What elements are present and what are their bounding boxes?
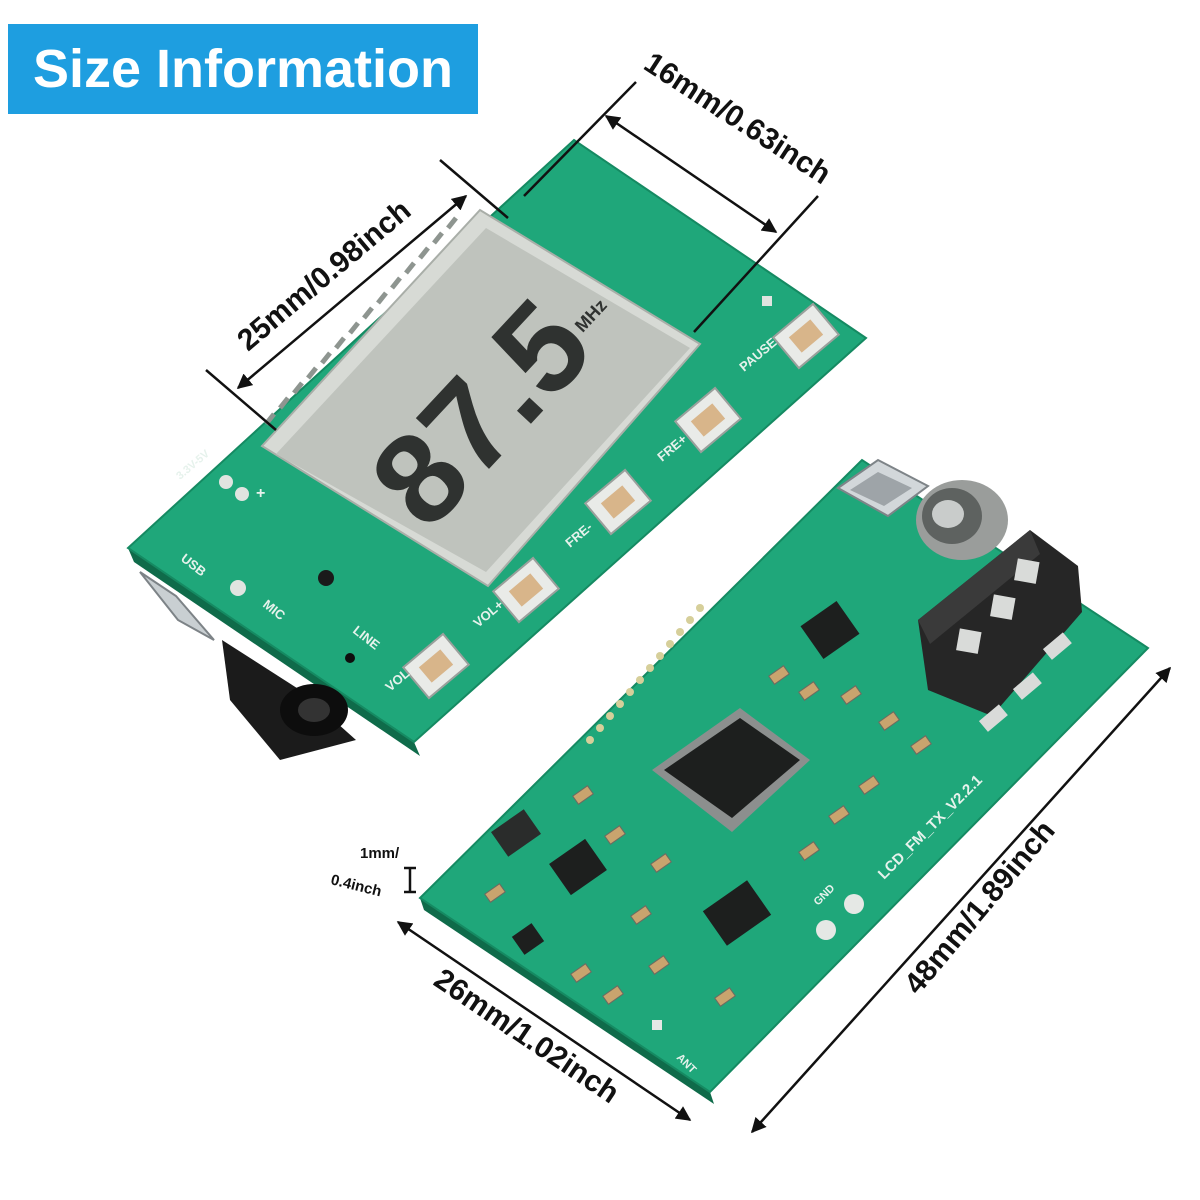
ic-chip-1 xyxy=(800,600,860,660)
button-fre-minus[interactable] xyxy=(583,468,653,536)
banner-title: Size Information xyxy=(32,39,454,99)
pad-gnd xyxy=(844,894,864,914)
mic-pad xyxy=(230,580,246,596)
via-hole xyxy=(345,653,355,663)
dim-lcd-depth: 16mm/0.63inch xyxy=(638,46,836,191)
corner-pad xyxy=(762,296,772,306)
dim-thickness-inch: 0.4inch xyxy=(329,871,383,900)
button-fre-plus[interactable] xyxy=(673,386,743,454)
component-dot xyxy=(318,570,334,586)
edge-pads xyxy=(586,604,704,744)
crystal xyxy=(491,809,541,857)
front-pcb: 87.5 MHz PAUSE FRE+ FRE- xyxy=(126,138,868,760)
label-plus: + xyxy=(256,485,265,502)
ic-chip-2 xyxy=(549,838,607,896)
pad-ant xyxy=(816,920,836,940)
corner-pad-back xyxy=(652,1020,662,1030)
usb-connector-back xyxy=(836,458,930,518)
microphone-capsule xyxy=(916,480,1008,560)
size-information-banner: Size Information xyxy=(8,24,478,114)
dim-thickness-mm: 1mm/ xyxy=(360,845,400,862)
button-pause[interactable] xyxy=(771,302,841,370)
audio-jack-front xyxy=(222,640,356,760)
button-vol-plus[interactable] xyxy=(491,556,561,624)
power-pad-minus xyxy=(219,475,233,489)
power-pad-plus xyxy=(235,487,249,501)
dimension-lines xyxy=(205,81,1172,1134)
usb-port-front xyxy=(139,571,215,641)
button-vol-minus[interactable] xyxy=(401,632,471,700)
